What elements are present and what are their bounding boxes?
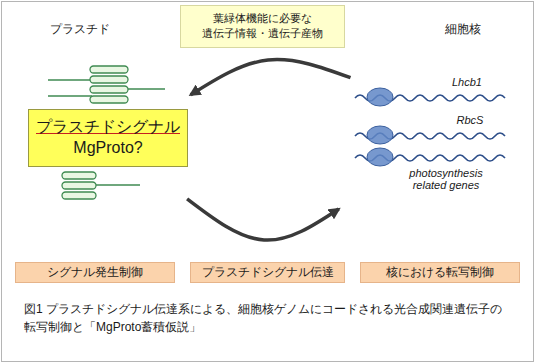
node-heading: 細胞核: [445, 21, 481, 38]
stage-box: プラスチドシグナル伝達: [190, 262, 345, 283]
signal-arrow: [187, 199, 339, 240]
ellipse-outline: [330, 40, 525, 262]
gene-label: RbcS: [440, 114, 500, 126]
stage-box: シグナル発生制御: [15, 262, 175, 283]
signal-arrow: [191, 60, 351, 95]
node-body: MgProto?: [73, 138, 142, 159]
nucleus-ellipse: 細胞核: [330, 40, 525, 262]
figure-caption: 図1 プラスチドシグナル伝達系による、細胞核ゲノムにコードされる光合成関連遺伝子…: [24, 300, 504, 336]
node-heading: プラスチド: [50, 21, 110, 38]
gene-label: photosynthesis related genes: [394, 167, 498, 191]
node-title: プラスチドシグナル: [36, 117, 180, 138]
node-title: シグナル発生制御: [47, 265, 143, 281]
signal-box: プラスチドシグナルMgProto?: [28, 109, 188, 167]
plastid-ellipse: プラスチドプラスチドシグナルMgProto?: [10, 57, 202, 235]
node-title: プラスチドシグナル伝達: [202, 265, 334, 281]
gene-label: Lhcb1: [437, 76, 497, 88]
edge-label: 葉緑体機能に必要な 遺伝子情報・遺伝子産物: [180, 5, 345, 48]
node-title: 核における転写制御: [386, 265, 494, 281]
nucleosome: [367, 88, 393, 166]
stage-box: 核における転写制御: [360, 262, 520, 283]
